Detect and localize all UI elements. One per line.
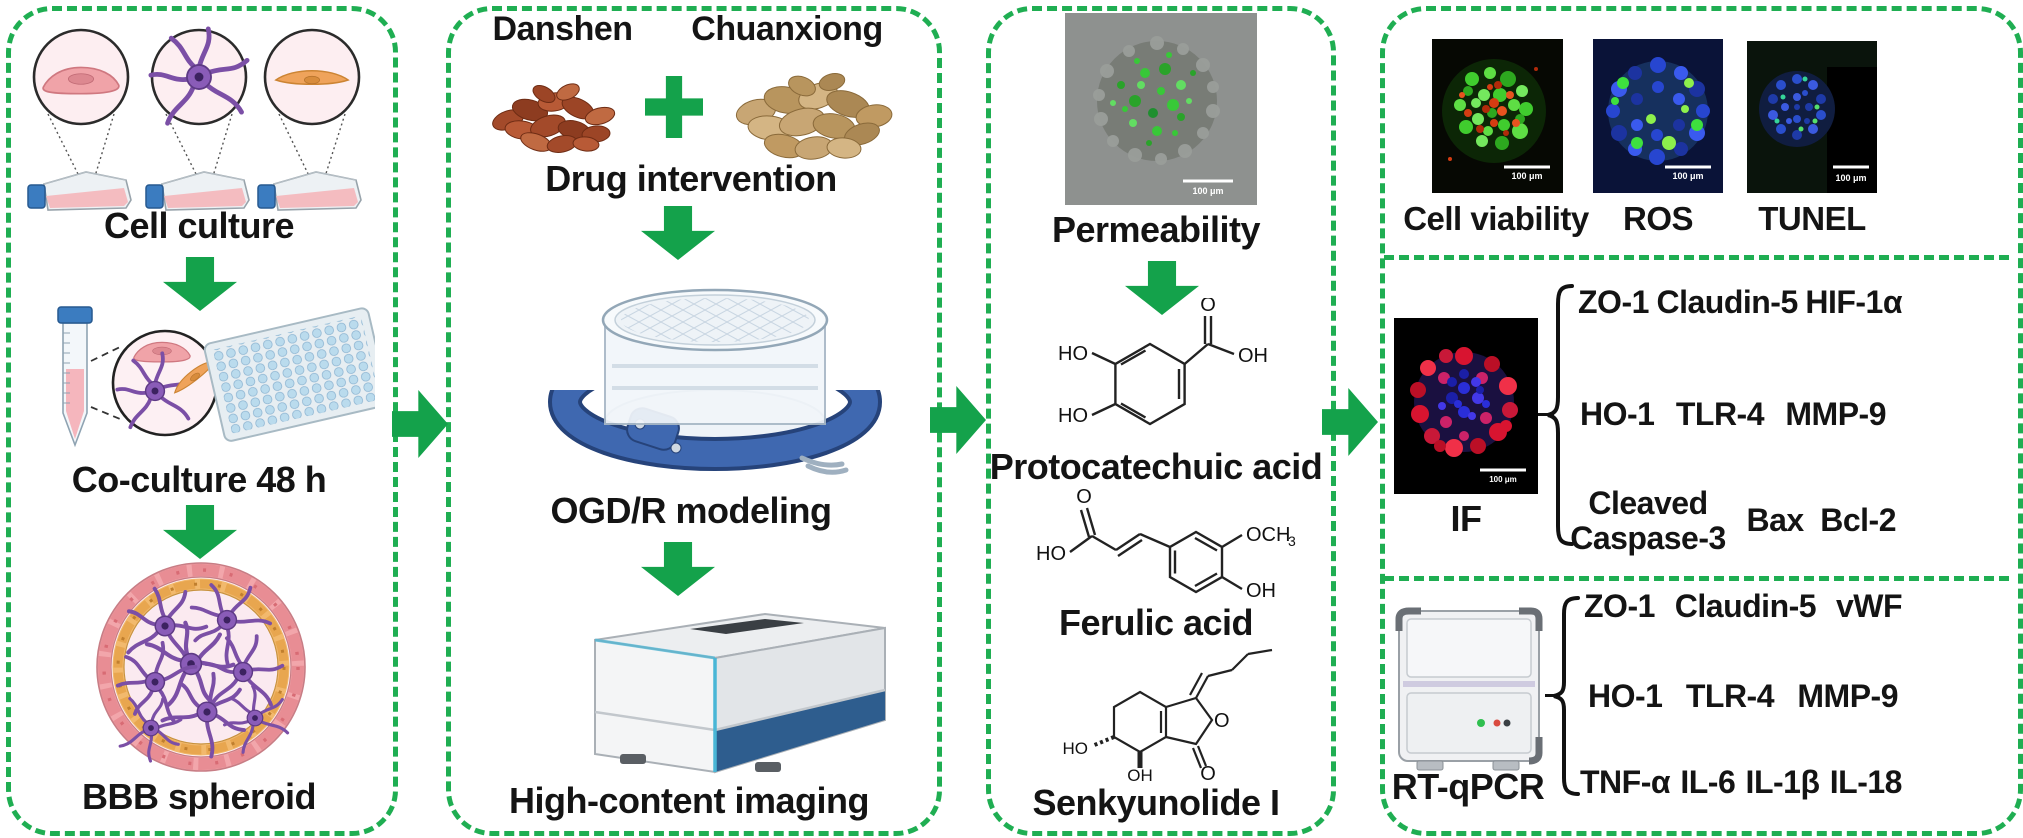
ogdr-modeling-label: OGD/R modeling — [550, 490, 833, 531]
svg-text:O: O — [1214, 710, 1230, 732]
drug-intervention-label: Drug intervention — [545, 158, 837, 199]
svg-text:100 μm: 100 μm — [1511, 171, 1542, 181]
marker: ZO-1 — [1578, 284, 1649, 320]
nuclei-dots — [1438, 369, 1490, 420]
marker: Bcl-2 — [1820, 502, 1896, 538]
marker: HO-1 — [1588, 678, 1663, 714]
cell-culture-label: Cell culture — [103, 205, 295, 246]
marker: TLR-4 — [1685, 678, 1775, 714]
permeability-fluorescence-image: 100 μm — [1065, 13, 1257, 205]
svg-text:OCH: OCH — [1246, 524, 1290, 546]
assay-divider-1 — [1384, 255, 2009, 260]
green-dye-dots — [1110, 52, 1196, 146]
danshen-label: Danshen — [492, 10, 633, 48]
if-brace — [1547, 284, 1574, 546]
cell-culture-illustration — [27, 22, 362, 211]
marker: TNF-α — [1580, 764, 1671, 800]
assay-divider-2 — [1384, 576, 2009, 581]
rt-qpcr-label: RT-qPCR — [1391, 766, 1545, 807]
marker: HIF-1α — [1805, 284, 1902, 320]
senkyunolide-label: Senkyunolide I — [1032, 782, 1280, 823]
qpcr-machine-icon — [1395, 607, 1543, 771]
marker: Cleaved Caspase-3 — [1570, 485, 1726, 557]
tunel-positive-dots — [1774, 76, 1820, 132]
svg-text:HO: HO — [1058, 405, 1088, 427]
if-marker-row-3: Cleaved Caspase-3 Bax Bcl-2 — [1566, 485, 1896, 557]
marker: IL-6 — [1680, 764, 1736, 800]
svg-text:OH: OH — [1127, 766, 1153, 782]
senkyunolide-structure: O O HO OH — [1063, 648, 1273, 782]
marker: MMP-9 — [1797, 678, 1898, 714]
hypoxia-chamber-icon — [548, 288, 882, 475]
if-marker-row-1: ZO-1 Claudin-5 HIF-1α — [1578, 284, 1902, 321]
protocatechuic-acid-structure: HO HO O OH — [1058, 298, 1268, 427]
svg-text:100 μm: 100 μm — [1672, 171, 1703, 181]
cell-viability-fluorescence-image: 100 μm — [1432, 39, 1563, 193]
svg-text:O: O — [1200, 763, 1216, 782]
marker: Claudin-5 — [1674, 588, 1817, 624]
marker: IL-1β — [1745, 764, 1820, 800]
tunel-label: TUNEL — [1758, 200, 1866, 237]
svg-text:OH: OH — [1246, 580, 1276, 602]
if-fluorescence-image: 100 μm — [1394, 318, 1538, 494]
qpcr-marker-row-3: TNF-α IL-6 IL-1β IL-18 — [1580, 764, 1902, 801]
ros-fluorescence-image: 100 μm — [1593, 39, 1723, 193]
marker: HO-1 — [1580, 396, 1655, 432]
marker: TLR-4 — [1675, 396, 1765, 432]
ros-label: ROS — [1622, 200, 1694, 237]
svg-text:100 μm: 100 μm — [1835, 173, 1866, 183]
svg-text:O: O — [1076, 486, 1092, 508]
co-culture-label: Co-culture 48 h — [71, 459, 327, 500]
svg-text:HO: HO — [1058, 343, 1088, 365]
ferulic-acid-label: Ferulic acid — [1058, 602, 1254, 643]
svg-text:HO: HO — [1063, 739, 1089, 758]
svg-text:100 μm: 100 μm — [1489, 475, 1517, 484]
chuanxiong-herb-pile — [735, 73, 893, 160]
chuanxiong-label: Chuanxiong — [691, 10, 883, 48]
bbb-spheroid-label: BBB spheroid — [81, 776, 317, 817]
qpcr-connector-line — [1545, 694, 1560, 697]
if-connector-line — [1538, 413, 1554, 416]
ros-signal-dots — [1611, 77, 1703, 150]
if-label: IF — [1450, 498, 1483, 539]
herbs-illustration — [492, 73, 893, 160]
dead-cell-dots — [1448, 67, 1538, 161]
permeability-label: Permeability — [1051, 209, 1261, 250]
marker: Claudin-5 — [1656, 284, 1798, 320]
nuclei-dots — [1606, 57, 1710, 165]
danshen-herb-pile — [492, 83, 616, 153]
svg-text:O: O — [1200, 298, 1216, 316]
qpcr-marker-row-1: ZO-1 Claudin-5 vWF — [1584, 588, 1903, 625]
svg-text:OH: OH — [1238, 345, 1268, 367]
qpcr-brace — [1553, 596, 1580, 796]
svg-text:HO: HO — [1036, 543, 1066, 565]
tunel-fluorescence-image: 100 μm — [1747, 41, 1877, 193]
ferulic-acid-structure: HO O OCH 3 OH — [1036, 486, 1296, 602]
nuclei-dots — [1768, 74, 1826, 140]
cell-viability-label: Cell viability — [1403, 200, 1589, 237]
protocatechuic-acid-label: Protocatechuic acid — [989, 446, 1323, 487]
marker: ZO-1 — [1584, 588, 1655, 624]
marker: Bax — [1746, 502, 1805, 538]
live-cell-dots — [1454, 67, 1533, 150]
high-content-imaging-label: High-content imaging — [509, 780, 869, 821]
right-arrow-icon — [392, 390, 448, 458]
if-marker-row-2: HO-1 TLR-4 MMP-9 — [1580, 396, 1886, 433]
qpcr-marker-row-2: HO-1 TLR-4 MMP-9 — [1588, 678, 1898, 715]
marker: IL-18 — [1829, 764, 1903, 800]
svg-text:100 μm: 100 μm — [1192, 186, 1223, 196]
svg-text:3: 3 — [1288, 533, 1296, 549]
co-culture-illustration — [57, 306, 375, 448]
marker: MMP-9 — [1785, 396, 1886, 432]
marker: vWF — [1835, 588, 1903, 624]
bbb-spheroid-illustration — [96, 562, 306, 772]
high-content-imager-icon — [594, 612, 886, 774]
well-plate-icon — [203, 307, 375, 442]
centrifuge-tube-icon — [57, 306, 93, 448]
